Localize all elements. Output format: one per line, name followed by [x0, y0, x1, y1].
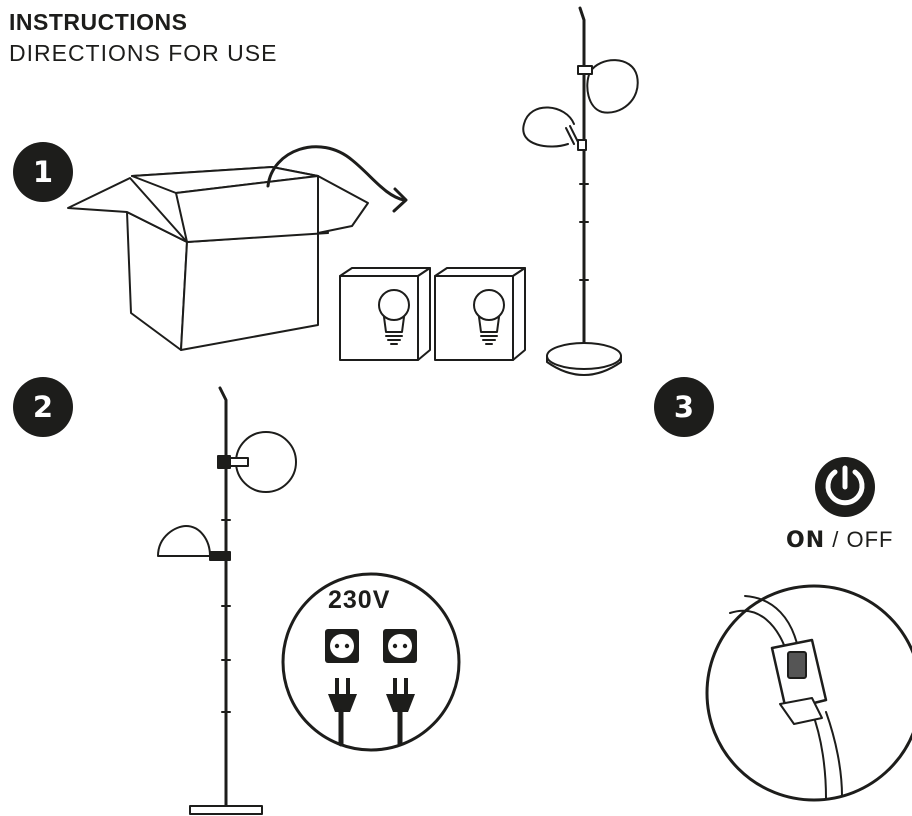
socket-icon: [325, 629, 359, 663]
plug-icon: [328, 678, 357, 747]
voltage-callout: [281, 572, 461, 752]
off-label: OFF: [846, 527, 894, 552]
on-label: ON: [786, 528, 826, 553]
bulb-box-icon: [434, 267, 526, 361]
cord-switch-icon: [729, 595, 843, 799]
open-box-icon: [67, 145, 408, 351]
bulb-box-icon: [339, 267, 431, 361]
voltage-label: 230V: [328, 586, 391, 614]
lamp-assembly-icon: [157, 386, 297, 815]
on-off-label: ON / OFF: [786, 527, 893, 553]
plug-icon: [386, 678, 415, 747]
page-title: INSTRUCTIONS: [9, 9, 188, 35]
power-icon: [815, 457, 875, 517]
step-2-badge: 2: [13, 377, 73, 437]
step-1-badge: 1: [13, 142, 73, 202]
floor-lamp-icon: [522, 6, 639, 376]
separator: /: [825, 527, 847, 552]
step-3-badge: 3: [654, 377, 714, 437]
page-subtitle: DIRECTIONS FOR USE: [9, 40, 278, 66]
socket-icon: [383, 629, 417, 663]
